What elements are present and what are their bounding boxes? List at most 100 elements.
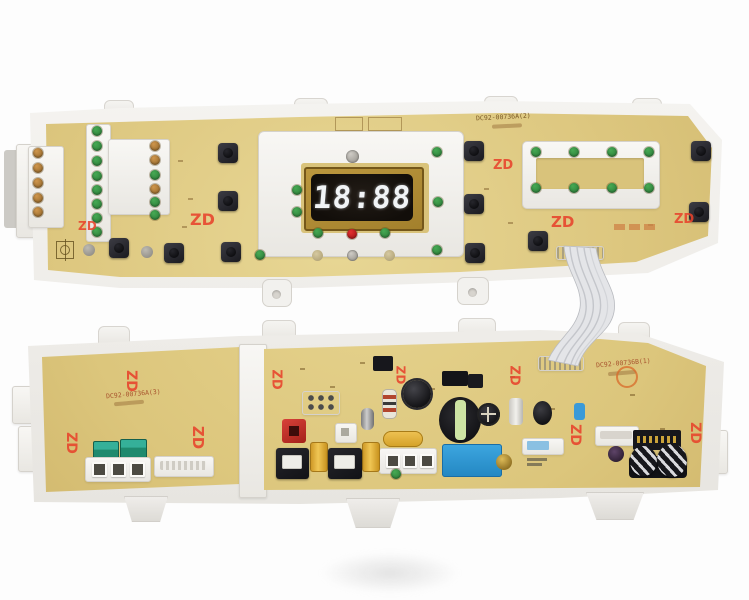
silkscreen-text-bar	[527, 458, 547, 461]
screw	[347, 250, 358, 261]
capacitor-blue-small	[574, 403, 585, 420]
silkscreen-marks	[178, 160, 183, 162]
connector-6pin	[302, 391, 340, 415]
board-divider	[239, 344, 267, 498]
choke-coil	[657, 444, 687, 477]
zd-watermark: ZD	[493, 158, 514, 173]
green-led	[569, 147, 579, 157]
bridge-rectifier	[442, 371, 468, 386]
zd-watermark: ZD	[566, 424, 583, 446]
mount-tab	[262, 279, 292, 307]
switch-hole	[130, 462, 145, 477]
capacitor-yellow	[310, 442, 328, 472]
green-led	[644, 183, 654, 193]
qc-stamp	[616, 366, 638, 388]
connector-pin-slot	[403, 454, 417, 468]
silkscreen-text-bar	[527, 463, 542, 466]
green-led	[92, 227, 102, 237]
capacitor-vent	[481, 413, 496, 415]
shadow-smudge	[320, 552, 460, 594]
green-led	[150, 197, 160, 207]
relay-black	[328, 448, 362, 479]
green-led	[92, 199, 102, 209]
connector-pin-slot	[420, 454, 434, 468]
tact-switch	[221, 242, 241, 262]
tact-switch	[164, 243, 184, 263]
capacitor-blue	[442, 444, 502, 477]
tact-switch	[464, 141, 484, 161]
zd-watermark: ZD	[62, 432, 79, 454]
amber-led	[150, 141, 160, 151]
mount-foot	[124, 496, 168, 522]
photo-coupler-chip	[341, 428, 349, 436]
tact-switch	[528, 231, 548, 251]
capacitor-large-top	[403, 380, 431, 408]
tact-switch	[218, 143, 238, 163]
green-led	[607, 147, 617, 157]
film-capacitor-yellow	[383, 431, 423, 447]
mount-foot	[586, 492, 644, 520]
silkscreen-box	[335, 117, 363, 131]
wire-connector-slot	[160, 461, 206, 470]
mount-tab	[457, 277, 489, 305]
connector-label-sticker	[527, 441, 549, 450]
switch-hole	[92, 462, 107, 477]
green-led	[92, 156, 102, 166]
green-led	[380, 228, 390, 238]
green-led	[531, 183, 541, 193]
green-led	[531, 147, 541, 157]
tact-switch	[691, 141, 711, 161]
screw-boss	[312, 250, 323, 261]
screw-boss	[384, 250, 395, 261]
screw	[346, 150, 359, 163]
green-led	[292, 185, 302, 195]
connector-pin-slot	[386, 454, 400, 468]
tact-switch	[464, 194, 484, 214]
toroid-tape	[455, 400, 466, 440]
transistor	[373, 356, 393, 371]
green-led	[92, 185, 102, 195]
green-led	[150, 170, 160, 180]
green-led	[92, 171, 102, 181]
zd-watermark: ZD	[674, 212, 695, 227]
switch-hole	[111, 462, 126, 477]
amber-led	[150, 184, 160, 194]
sensor-dome	[141, 246, 153, 258]
green-led	[569, 183, 579, 193]
relay-red-window	[289, 426, 299, 436]
zd-watermark: ZD	[189, 425, 208, 450]
relay-black	[276, 448, 309, 479]
mount-foot	[346, 498, 400, 528]
tact-switch	[218, 191, 238, 211]
fiducial-mark	[56, 239, 74, 261]
tact-switch	[109, 238, 129, 258]
choke-coil	[630, 446, 657, 476]
green-led	[150, 210, 160, 220]
pin-header-pins	[637, 436, 677, 443]
green-led	[292, 207, 302, 217]
capacitor-yellow	[362, 442, 380, 472]
green-led	[433, 197, 443, 207]
zd-watermark: ZD	[122, 370, 139, 392]
amber-led	[33, 178, 43, 188]
amber-led	[33, 207, 43, 217]
zd-watermark: ZD	[78, 219, 97, 233]
green-led	[92, 126, 102, 136]
zd-watermark: ZD	[686, 422, 703, 444]
green-led	[92, 141, 102, 151]
screw-gold	[496, 454, 512, 470]
sensor-dome	[83, 244, 95, 256]
silkscreen-resistor	[614, 224, 625, 230]
red-led	[347, 229, 357, 239]
green-led	[432, 245, 442, 255]
wire-connector-slot	[600, 431, 632, 439]
green-led	[313, 228, 323, 238]
amber-led	[33, 193, 43, 203]
power-resistor	[382, 389, 397, 419]
capacitor-round-black	[533, 401, 552, 425]
capacitor-cylinder	[361, 408, 374, 430]
silkscreen-resistor	[629, 224, 640, 230]
ic-small	[468, 374, 483, 388]
